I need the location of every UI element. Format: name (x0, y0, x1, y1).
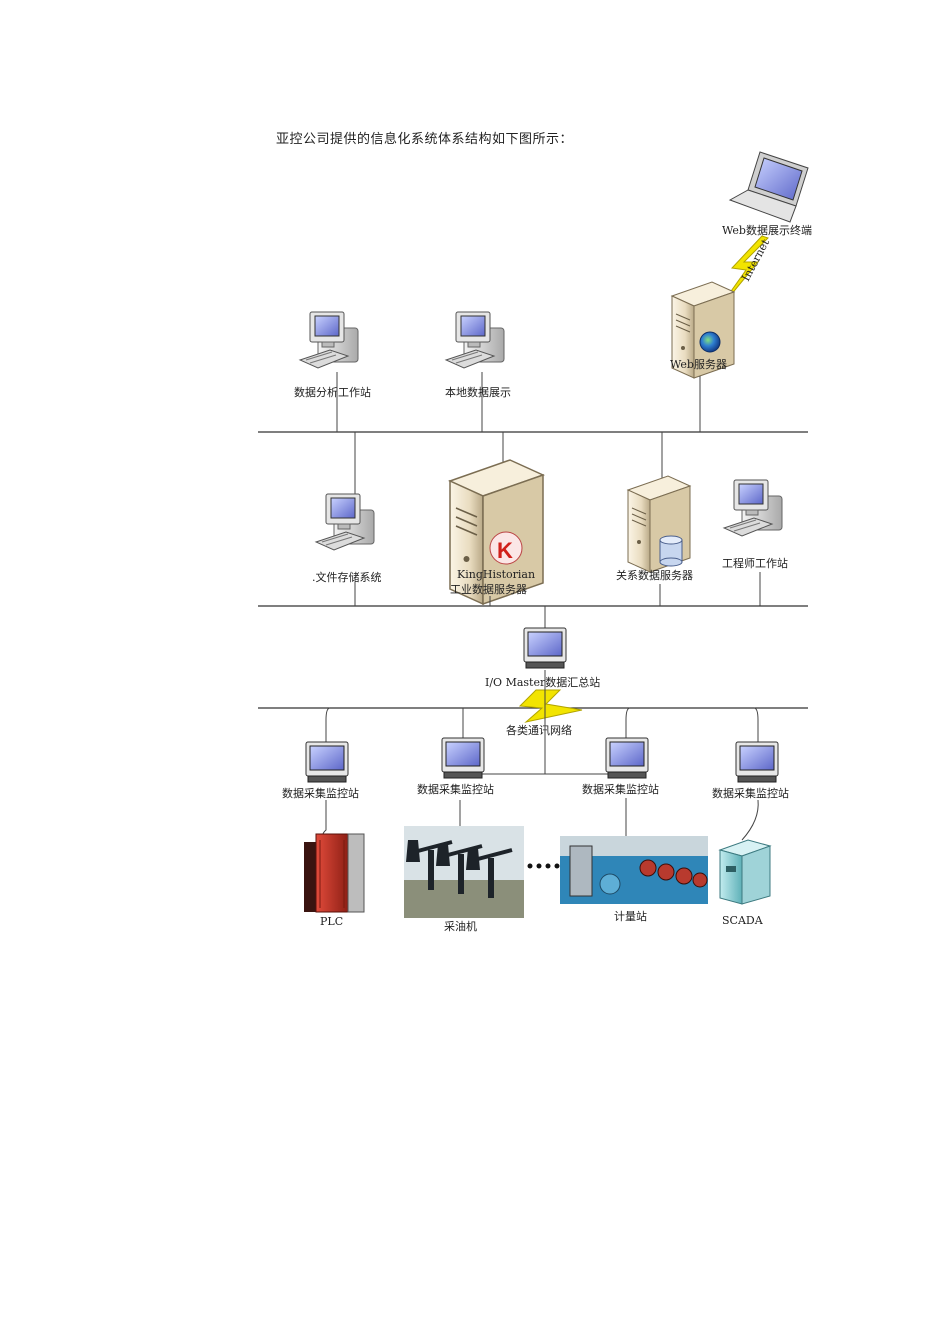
pump-jack-photo (404, 826, 524, 918)
file-storage-label: .文件存储系统 (312, 570, 382, 584)
analysis-workstation-label: 数据分析工作站 (294, 385, 371, 399)
kinghistorian-label-2: 工业数据服务器 (450, 582, 527, 596)
plc-cabinet-icon (304, 833, 365, 913)
acq-station-2-label: 数据采集监控站 (417, 782, 494, 796)
web-terminal-laptop-icon (728, 151, 809, 223)
local-display-icon (445, 311, 505, 369)
engineer-workstation-icon (723, 479, 783, 537)
io-master-icon (523, 627, 567, 669)
acq-station-4-label: 数据采集监控站 (712, 786, 789, 800)
metering-station-label: 计量站 (614, 909, 647, 923)
file-storage-icon (315, 493, 375, 551)
acq-station-1-label: 数据采集监控站 (282, 786, 359, 800)
scada-label: SCADA (722, 914, 764, 927)
database-cylinder-icon (659, 535, 683, 567)
pump-jack-label: 采油机 (444, 919, 477, 933)
local-display-label: 本地数据展示 (445, 385, 511, 399)
plc-label: PLC (320, 915, 343, 928)
relational-db-label: 关系数据服务器 (616, 568, 693, 582)
kinghistorian-logo-icon: K (489, 531, 523, 565)
internet-bolt-icon (711, 235, 769, 319)
comm-network-label: 各类通讯网络 (506, 723, 572, 737)
web-server-label: Web服务器 (670, 358, 727, 371)
ellipsis-dots (527, 863, 560, 869)
acq-station-4-icon (735, 741, 779, 783)
analysis-workstation-icon (299, 311, 359, 369)
acq-station-2-icon (441, 737, 485, 779)
scada-cabinet-icon (718, 839, 772, 905)
comm-network-bolt-icon (518, 689, 583, 723)
svg-text:K: K (497, 538, 513, 563)
kinghistorian-label-1: KingHistorian (457, 568, 535, 581)
globe-icon (699, 331, 721, 353)
acq-station-3-icon (605, 737, 649, 779)
engineer-workstation-label: 工程师工作站 (722, 556, 788, 570)
acq-station-1-icon (305, 741, 349, 783)
web-terminal-label: Web数据展示终端 (722, 223, 812, 237)
intro-text: 亚控公司提供的信息化系统体系结构如下图所示： (276, 132, 574, 147)
acq-station-3-label: 数据采集监控站 (582, 782, 659, 796)
io-master-label: I/O Master数据汇总站 (485, 675, 600, 689)
metering-station-photo (560, 836, 708, 904)
